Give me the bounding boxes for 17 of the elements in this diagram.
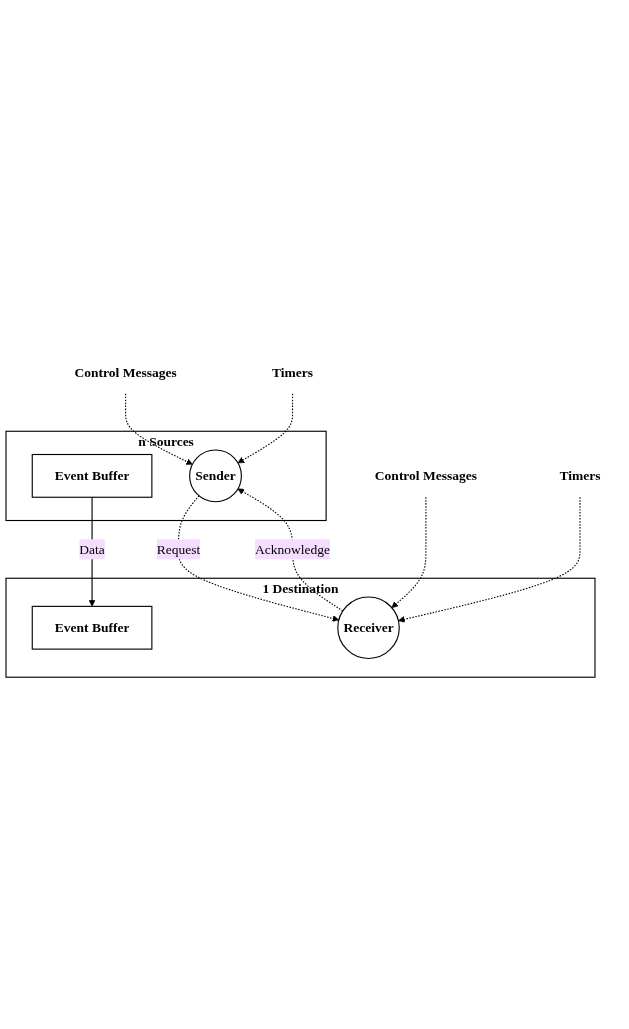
node-text: Timers <box>272 364 314 380</box>
arrow <box>125 393 193 466</box>
node-box: Event Buffer <box>31 454 153 499</box>
edge-label: Acknowledge <box>255 541 331 557</box>
arrow <box>237 488 344 612</box>
node-box: Event Buffer <box>31 606 153 651</box>
node-circle: Receiver <box>337 596 400 660</box>
node-circle: Sender <box>189 449 242 503</box>
edge-label: Request <box>156 541 201 557</box>
arrow <box>177 495 340 623</box>
node-text: Control Messages <box>74 364 177 380</box>
node-text: Timers <box>559 468 601 484</box>
arrow <box>398 497 581 623</box>
arrow <box>237 393 294 464</box>
edge-label: Data <box>79 541 105 557</box>
node-text: Control Messages <box>374 468 477 484</box>
arrow <box>391 497 427 609</box>
